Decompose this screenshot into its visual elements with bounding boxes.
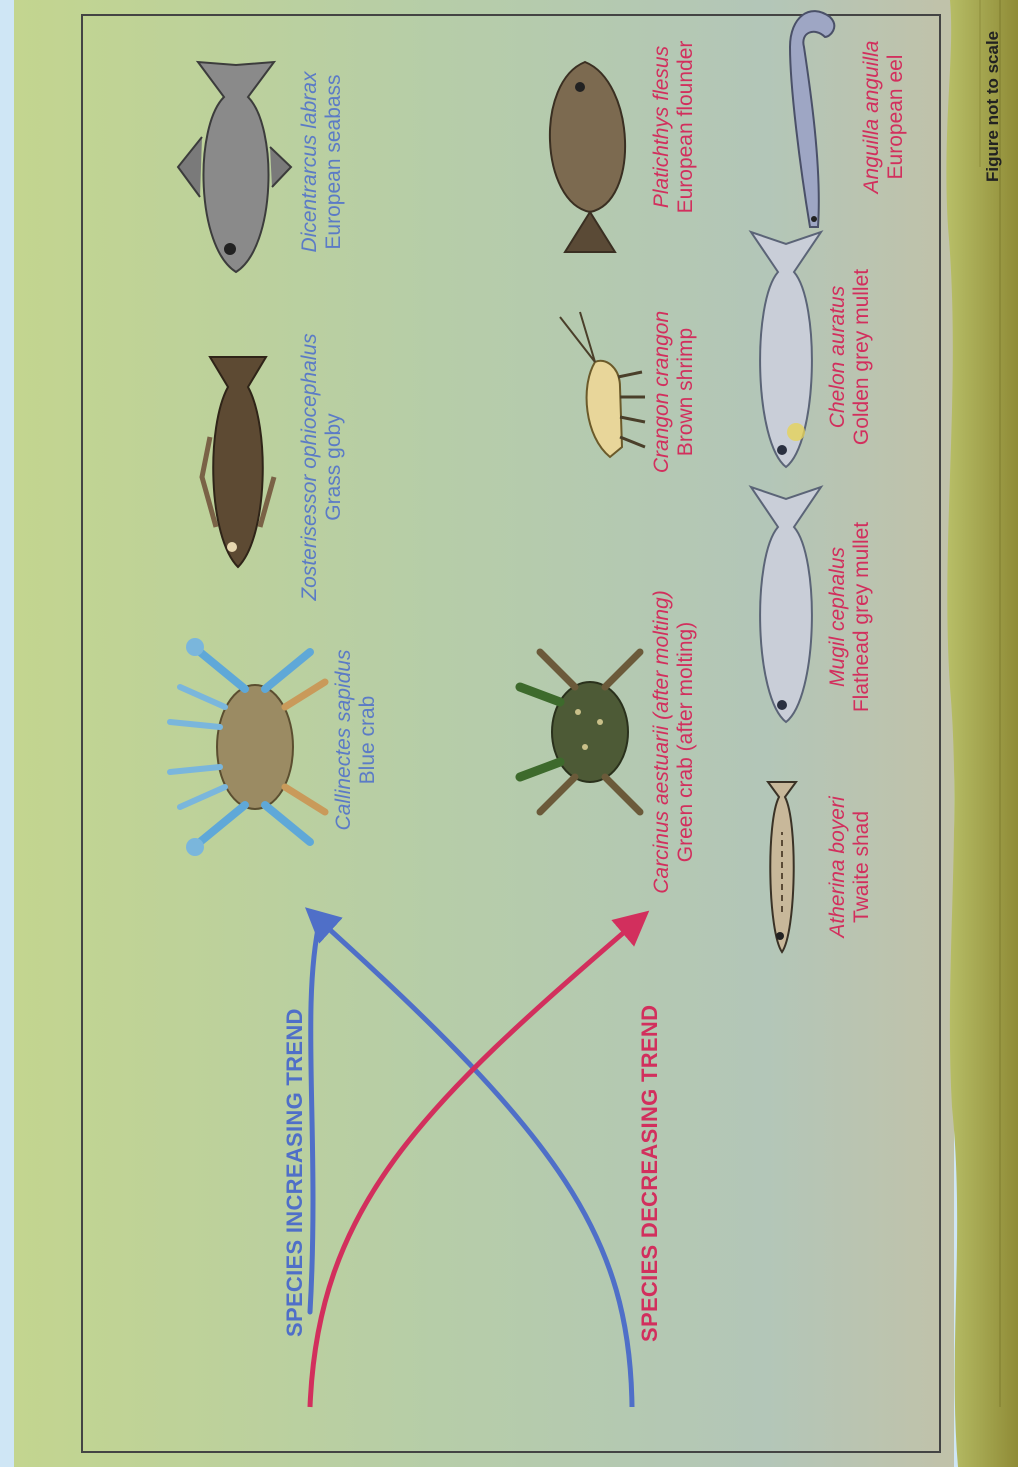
species-label-blue-crab: Callinectes sapidus Blue crab	[332, 630, 380, 850]
species-label-grass-goby: Zosterisessor ophiocephalus Grass goby	[298, 302, 346, 632]
species-label-flounder: Platichthys flesus European flounder	[650, 17, 698, 237]
increasing-trend-label: SPECIES INCREASING TREND	[282, 1008, 308, 1337]
shoreline	[946, 0, 1018, 1467]
species-label-green-crab: Carcinus aestuarii (after molting) Green…	[650, 572, 698, 912]
species-label-seabass: Dicentrarcus labrax European seabass	[298, 52, 346, 272]
decreasing-trend-label: SPECIES DECREASING TREND	[637, 1005, 663, 1342]
scale-note: Figure not to scale	[983, 31, 1003, 182]
species-label-flathead-mullet: Mugil cephalus Flathead grey mullet	[826, 497, 874, 737]
species-label-golden-mullet: Chelon auratus Golden grey mullet	[826, 242, 874, 472]
species-label-eel: Anguilla anguilla European eel	[860, 17, 908, 217]
species-label-brown-shrimp: Crangon crangon Brown shrimp	[650, 292, 698, 492]
species-label-twaite-shad: Atherina boyeri Twaite shad	[826, 782, 874, 952]
